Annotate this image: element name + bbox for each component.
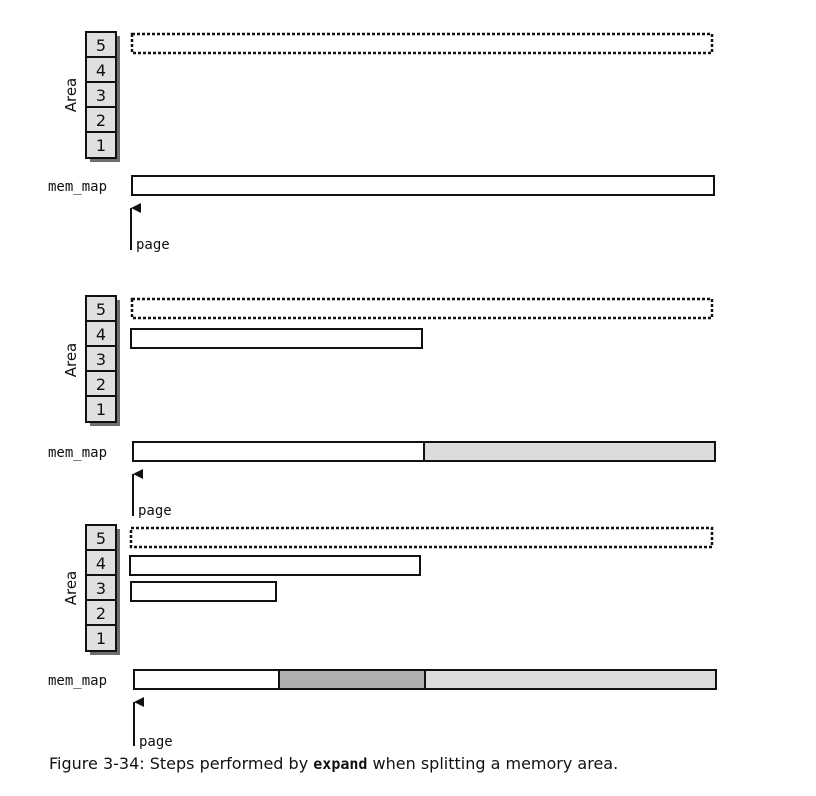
- step-1-panel: 5 4 3 2 1 Area mem_map page: [48, 31, 715, 253]
- page-label: page: [136, 237, 170, 253]
- order-label-5: 5: [96, 529, 106, 548]
- mem-map-page-block: [132, 441, 425, 462]
- order-label-1: 1: [96, 629, 106, 648]
- area-stack-frame: [85, 524, 117, 652]
- mem-map-free-half: [423, 441, 716, 462]
- order-label-5: 5: [96, 300, 106, 319]
- figure-caption: Figure 3-34: Steps performed by expand w…: [49, 754, 809, 773]
- step-2-panel: 5 4 3 2 1 Area mem_map page: [48, 295, 716, 519]
- mem-map-page-block: [133, 669, 280, 690]
- order-label-2: 2: [96, 604, 106, 623]
- area-5-placeholder: [130, 32, 714, 55]
- order-label-4: 4: [96, 325, 106, 344]
- caption-code: expand: [313, 755, 368, 773]
- caption-suffix: when splitting a memory area.: [367, 754, 619, 773]
- area-stack-frame: [85, 295, 117, 423]
- page-label: page: [138, 503, 172, 519]
- mem-map-label: mem_map: [48, 179, 107, 195]
- area-axis-label: Area: [62, 571, 80, 606]
- area-axis-label: Area: [62, 343, 80, 378]
- order-label-1: 1: [96, 136, 106, 155]
- area-4-free-block: [130, 328, 423, 349]
- order-label-2: 2: [96, 375, 106, 394]
- step-3-panel: 5 4 3 2 1 Area mem_map page: [48, 524, 717, 750]
- order-label-3: 3: [96, 579, 106, 598]
- area-3-free-block: [130, 581, 277, 602]
- mem-map-page-block: [131, 175, 715, 196]
- area-axis-label: Area: [62, 78, 80, 113]
- area-stack: 5 4 3 2 1: [85, 31, 120, 162]
- order-label-1: 1: [96, 400, 106, 419]
- order-label-5: 5: [96, 36, 106, 55]
- page-label: page: [139, 734, 173, 750]
- mem-map-free-quarter: [278, 669, 426, 690]
- order-label-4: 4: [96, 61, 106, 80]
- area-stack: 5 4 3 2 1: [85, 295, 120, 426]
- order-label-3: 3: [96, 350, 106, 369]
- caption-prefix: Figure 3-34: Steps performed by: [49, 754, 314, 773]
- area-stack-frame: [85, 31, 117, 159]
- mem-map-label: mem_map: [48, 445, 107, 461]
- mem-map-label: mem_map: [48, 673, 107, 689]
- area-4-free-block: [129, 555, 421, 576]
- area-5-placeholder: [129, 526, 714, 549]
- mem-map-free-half: [424, 669, 717, 690]
- order-label-2: 2: [96, 111, 106, 130]
- order-label-4: 4: [96, 554, 106, 573]
- area-stack: 5 4 3 2 1: [85, 524, 120, 655]
- order-label-3: 3: [96, 86, 106, 105]
- area-5-placeholder: [130, 297, 714, 320]
